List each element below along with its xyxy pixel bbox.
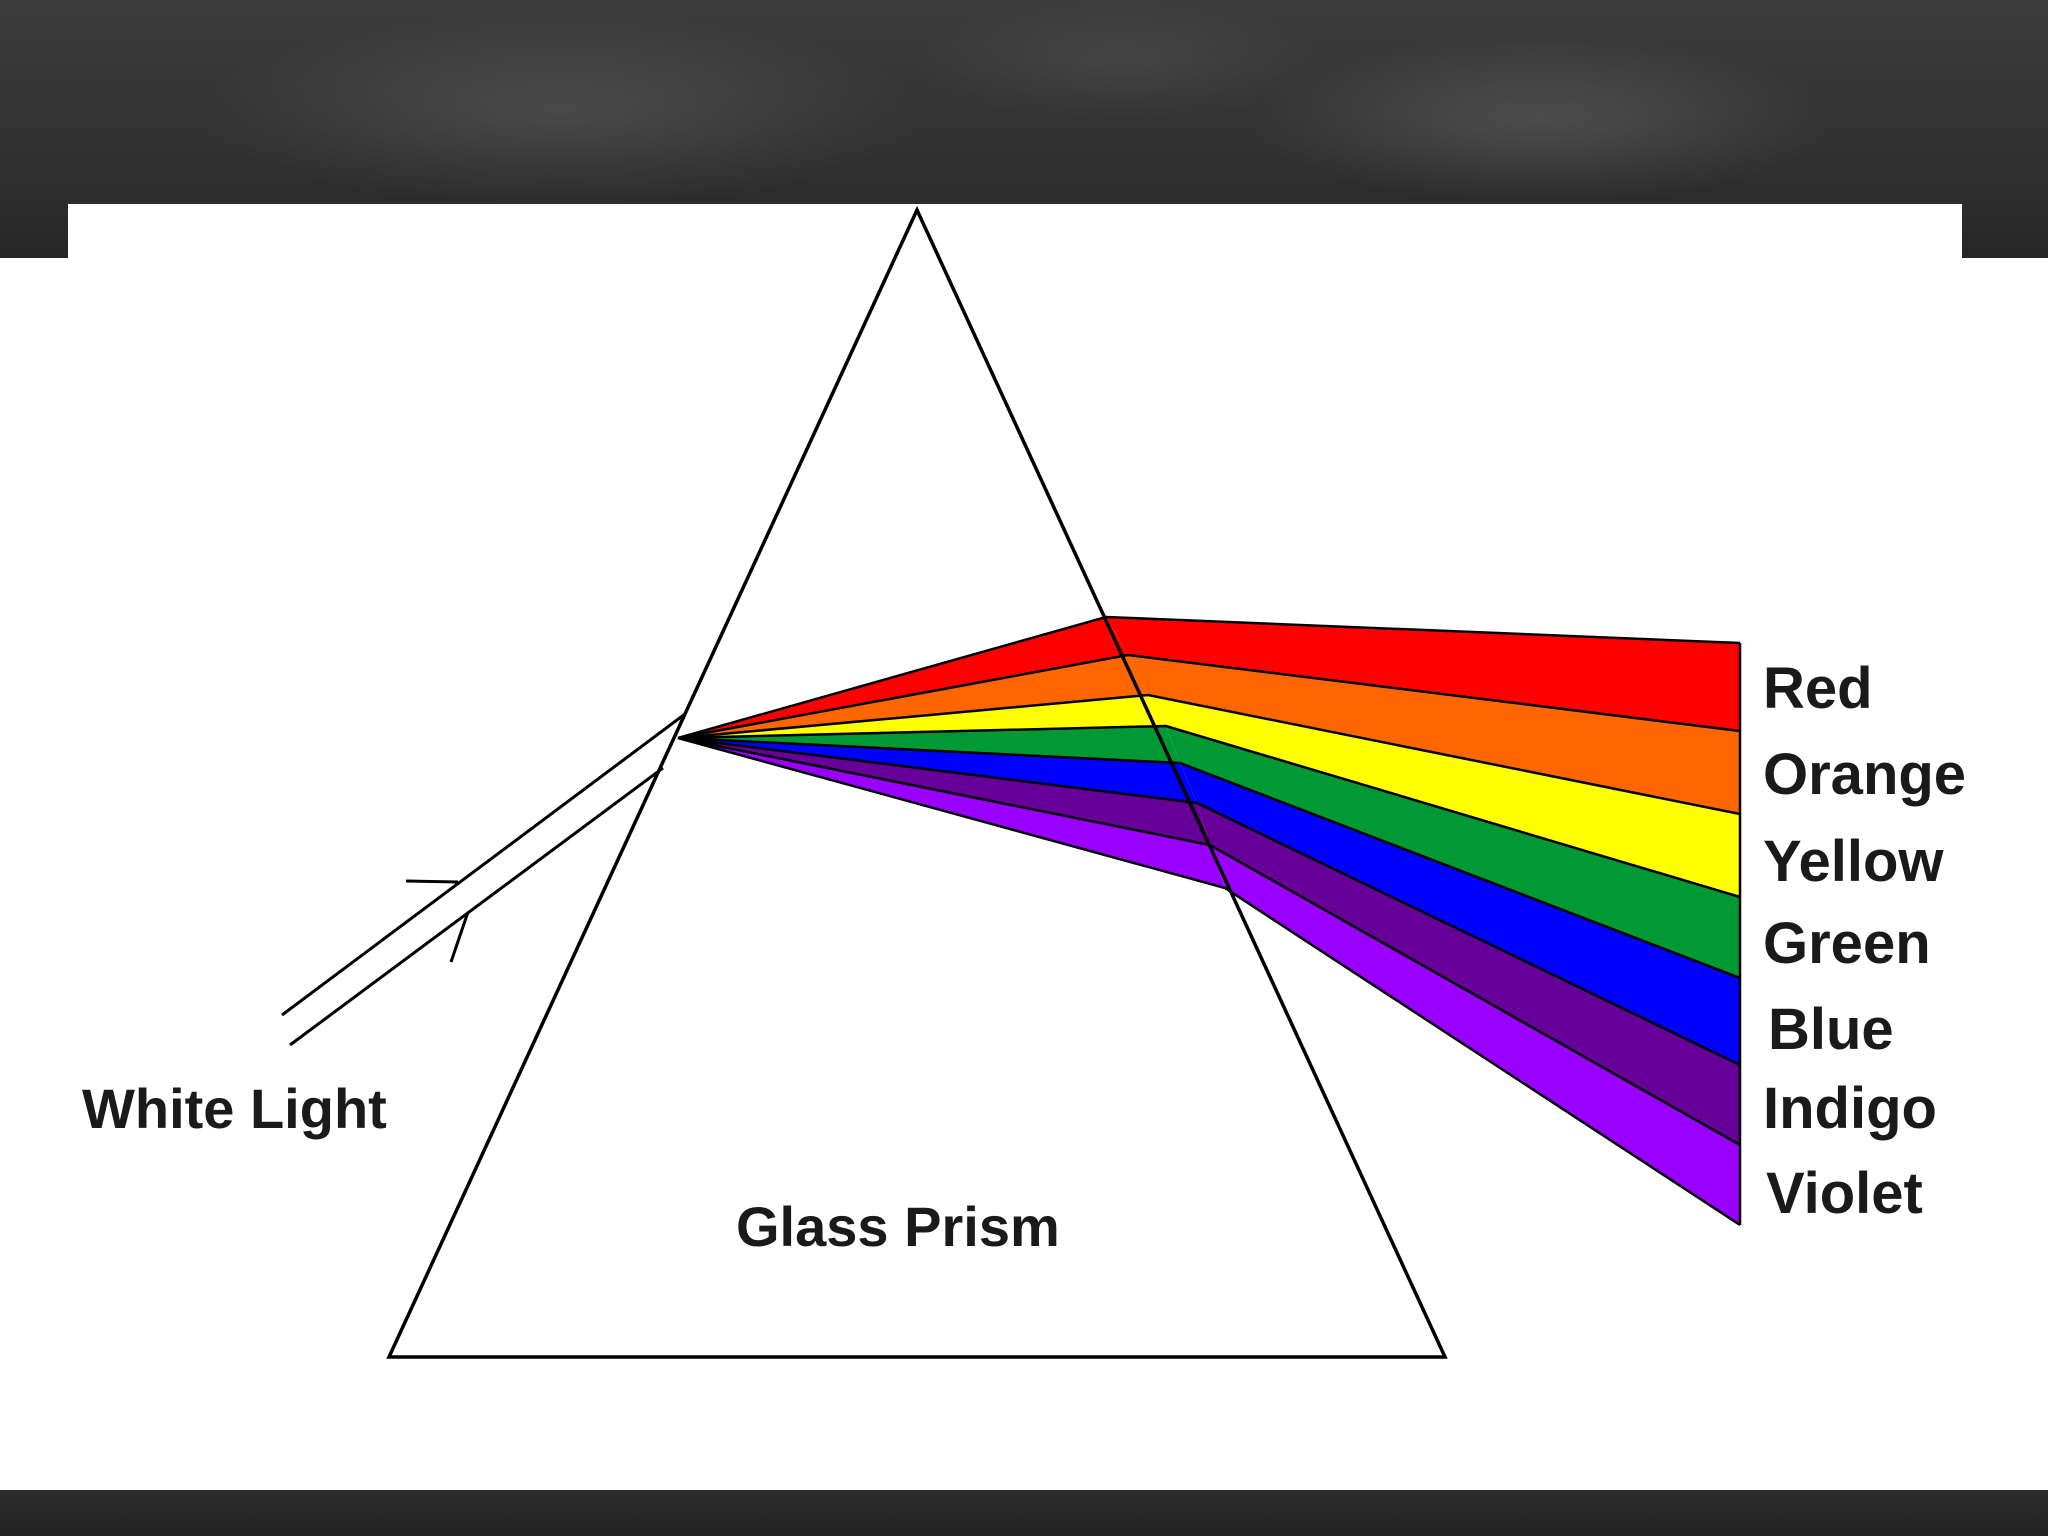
band-orange-outside — [1128, 655, 1740, 814]
glass-prism-outline — [386, 205, 1448, 1359]
spectrum-label-violet: Violet — [1766, 1161, 1923, 1226]
spectrum-labels: Red Orange Yellow Green Blue Indigo Viol… — [1763, 656, 1966, 1226]
spectrum-label-yellow: Yellow — [1763, 829, 1944, 894]
white-light-label: White Light — [82, 1077, 387, 1140]
band-indigo-outside — [1197, 803, 1740, 1145]
spectrum-label-indigo: Indigo — [1763, 1076, 1937, 1141]
spectrum-label-orange: Orange — [1763, 742, 1966, 807]
white-light-rays — [281, 712, 686, 1047]
band-red-inside — [678, 617, 1128, 738]
diagram-panel-top — [68, 204, 1962, 264]
band-yellow-outside — [1148, 695, 1740, 897]
band-green-outside — [1166, 726, 1740, 978]
spectrum-outside-prism — [1106, 617, 1740, 1225]
spectrum-label-blue: Blue — [1768, 997, 1894, 1062]
band-violet-outside — [1210, 845, 1740, 1225]
glass-prism-label: Glass Prism — [736, 1195, 1060, 1258]
band-blue-outside — [1180, 763, 1740, 1065]
spectrum-label-green: Green — [1763, 911, 1931, 976]
chalkboard-footer-background — [0, 1490, 2048, 1536]
band-red-outside — [1106, 617, 1740, 731]
spectrum-label-red: Red — [1763, 656, 1873, 721]
